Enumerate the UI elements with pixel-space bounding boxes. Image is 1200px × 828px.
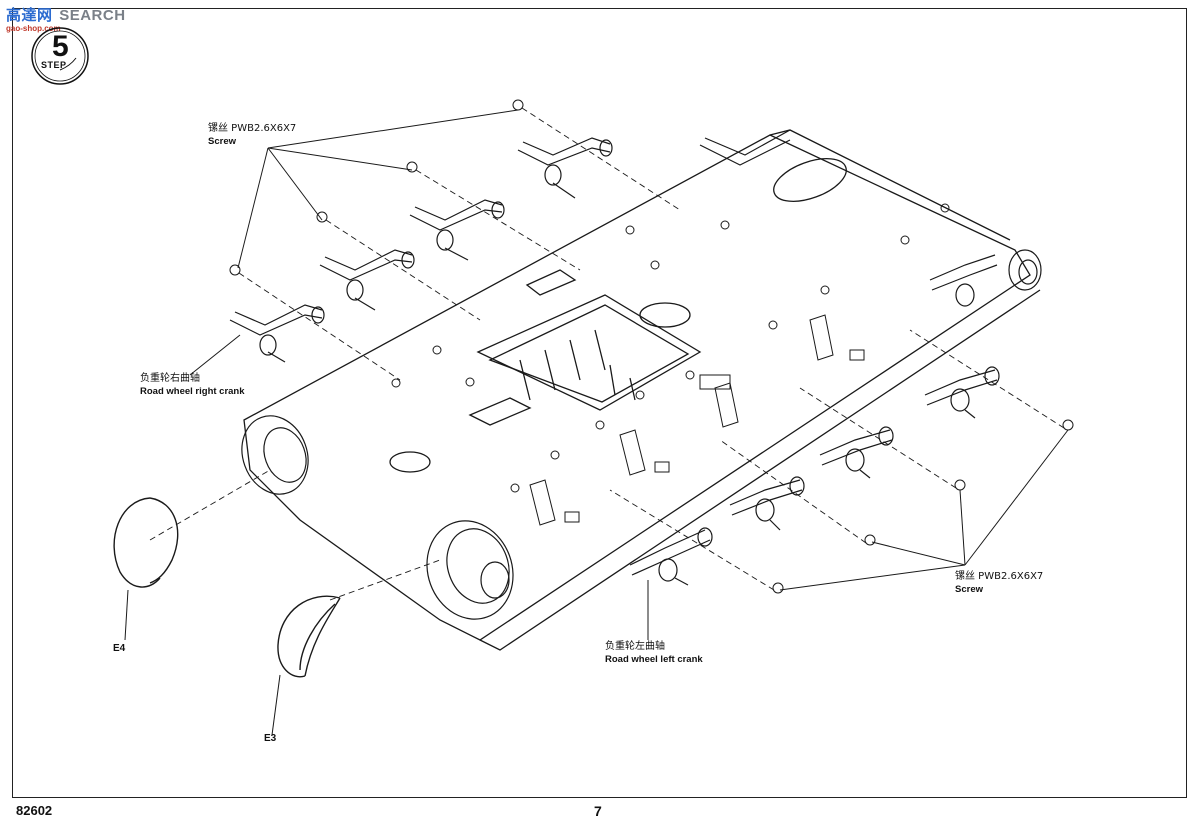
screw-top-label: 镙丝 PWB2.6X6X7 Screw <box>208 122 296 148</box>
right-crank-label-en: Road wheel right crank <box>140 386 245 397</box>
step-badge-icon <box>31 27 89 85</box>
right-crank-1 <box>229 304 325 363</box>
right-crank-label: 负重轮右曲轴 Road wheel right crank <box>140 372 245 398</box>
screws <box>229 99 1074 594</box>
kit-code: 82602 <box>16 803 53 818</box>
screw-bottom-label-cn: 镙丝 PWB2.6X6X7 <box>955 571 1044 582</box>
right-crank-3 <box>409 199 505 261</box>
left-crank-4 <box>924 366 1000 419</box>
watermark-url: gao-shop.com <box>6 24 61 33</box>
guide-lines <box>149 107 1065 601</box>
step-word: STEP <box>41 60 67 70</box>
page-frame <box>12 8 1187 798</box>
right-crank-2 <box>319 249 415 311</box>
watermark-logo: 高達网 SEARCH <box>6 4 126 25</box>
front-sprocket <box>426 520 514 620</box>
leader-lines <box>124 109 1069 736</box>
screw-top-label-cn: 镙丝 PWB2.6X6X7 <box>208 123 297 134</box>
road-wheel-e4 <box>113 497 179 588</box>
idler-wheel <box>1008 249 1042 291</box>
road-wheel-e3 <box>277 595 341 678</box>
rear-crank-bottom <box>929 254 998 307</box>
watermark-logo-cn: 高達网 <box>6 7 53 24</box>
screw-bottom-label-en: Screw <box>955 584 983 595</box>
right-crank-4 <box>517 137 613 199</box>
right-crank-label-cn: 负重轮右曲轴 <box>140 373 200 384</box>
part-code-e4: E4 <box>113 643 126 654</box>
hull-holes <box>391 203 950 493</box>
screw-top-label-en: Screw <box>208 136 236 147</box>
screw-bottom-label: 镙丝 PWB2.6X6X7 Screw <box>955 570 1043 596</box>
page-number: 7 <box>594 803 602 819</box>
left-crank-1 <box>629 527 713 586</box>
part-code-e3: E3 <box>264 733 277 744</box>
hull-plate <box>243 129 1041 651</box>
left-crank-label: 负重轮左曲轴 Road wheel left crank <box>605 640 703 666</box>
watermark-logo-en: SEARCH <box>59 7 126 24</box>
left-crank-label-en: Road wheel left crank <box>605 654 703 665</box>
left-crank-label-cn: 负重轮左曲轴 <box>605 641 665 652</box>
step-number: 5 <box>52 30 69 63</box>
rear-sprocket <box>241 415 309 495</box>
bump-stop-brackets <box>529 314 865 526</box>
left-crank-2 <box>729 476 805 531</box>
left-crank-3 <box>819 426 894 479</box>
rear-crank-top <box>699 129 791 166</box>
